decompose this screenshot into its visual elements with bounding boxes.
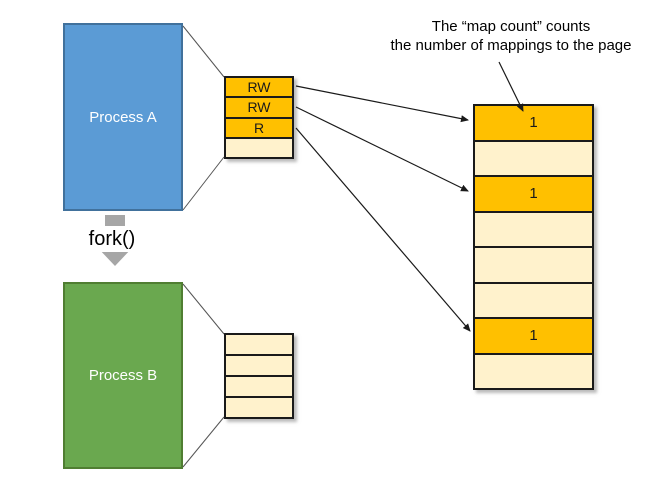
mapping-arrow-r [295, 127, 471, 332]
process-b-label: Process B [88, 367, 158, 384]
connector-line-b-bottom [182, 416, 225, 468]
page-table-a-row: RW [226, 78, 292, 97]
page-table-b [224, 333, 294, 419]
process-b-box: Process B [63, 282, 183, 469]
page-table-a-row: R [226, 116, 292, 137]
page-table-a-row [226, 136, 292, 157]
process-a-box: Process A [63, 23, 183, 211]
fork-label: fork() [80, 226, 144, 252]
page-table-b-row [226, 335, 292, 354]
permission-label: RW [247, 79, 271, 96]
map-count-value: 1 [529, 114, 538, 132]
physical-page-row [475, 246, 592, 282]
page-table-a: RW RW R [224, 76, 294, 159]
map-count-value: 1 [529, 327, 538, 345]
connector-line-b-top [182, 283, 225, 335]
annotation-line-1: The “map count” counts [431, 18, 591, 35]
physical-memory-column: 1 1 1 [473, 104, 594, 390]
mapping-arrow-rw2 [295, 106, 469, 192]
page-table-b-row [226, 354, 292, 375]
physical-page-row [475, 210, 592, 246]
physical-page-row [475, 139, 592, 175]
process-a-label: Process A [89, 108, 157, 126]
page-table-b-row [226, 375, 292, 396]
annotation-line-2: the number of mappings to the page [390, 37, 632, 54]
page-table-a-row: RW [226, 96, 292, 117]
connector-line-a-bottom [182, 156, 225, 211]
mapping-arrow-rw1 [295, 85, 469, 123]
physical-page-row: 1 [475, 175, 592, 211]
map-count-annotation: The “map count” counts the number of map… [353, 17, 669, 55]
permission-label: RW [247, 99, 271, 116]
connector-line-a-top [182, 25, 225, 78]
physical-page-row: 1 [475, 106, 592, 140]
physical-page-row [475, 352, 592, 388]
physical-page-row [475, 281, 592, 317]
page-table-b-row [226, 396, 292, 417]
physical-page-row: 1 [475, 317, 592, 353]
permission-label: R [253, 119, 265, 136]
map-count-value: 1 [529, 185, 538, 203]
